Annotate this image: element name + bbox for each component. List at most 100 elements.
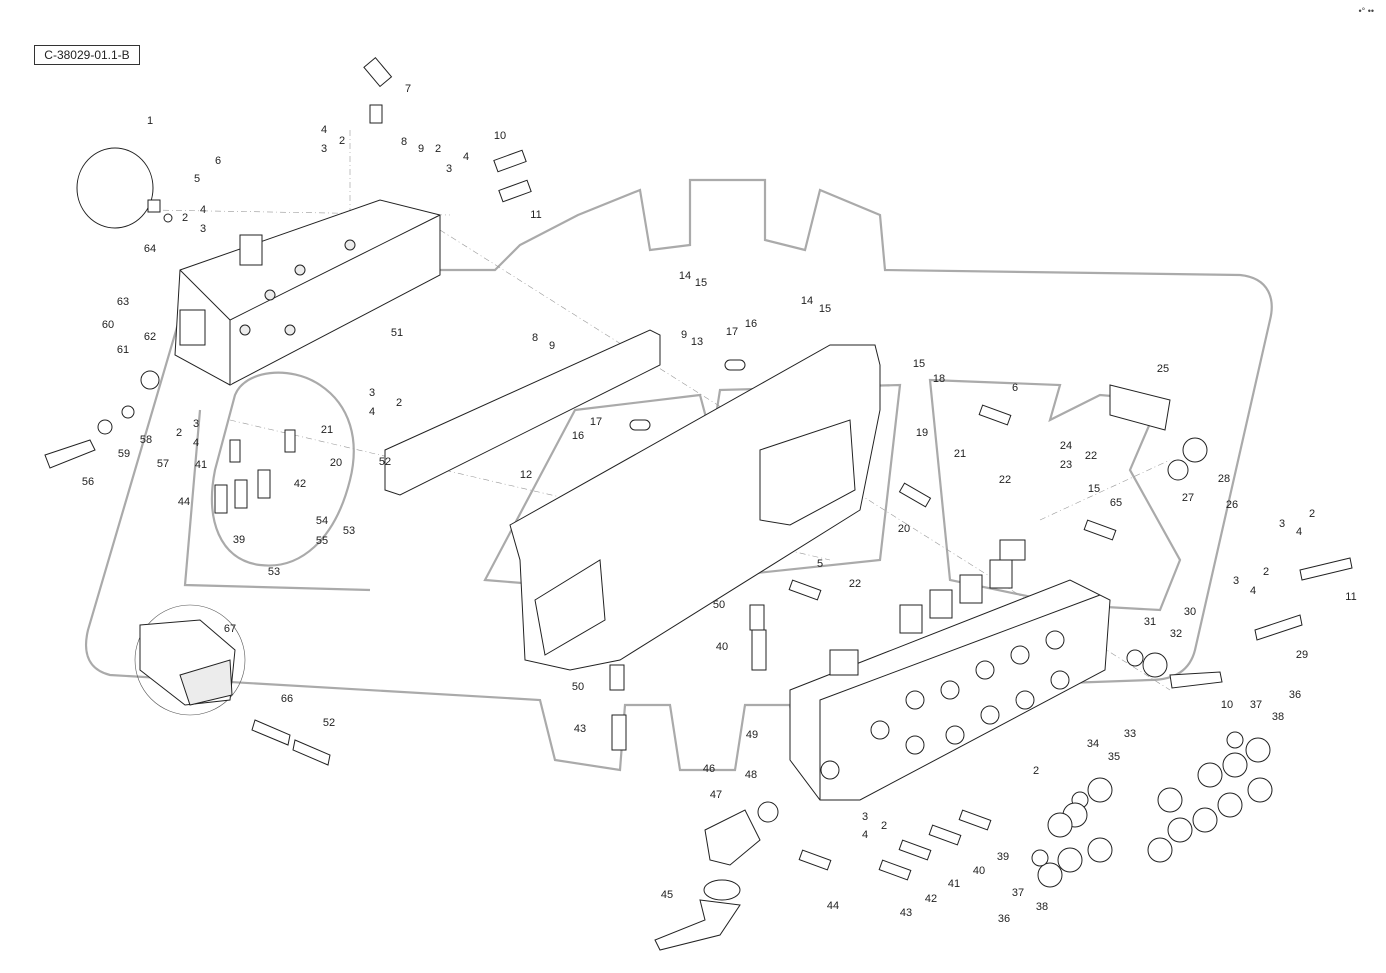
callout-4h: 4 [862,829,868,841]
callout-12: 12 [520,469,532,481]
callout-4b: 4 [463,151,469,163]
callout-6a: 6 [215,155,221,167]
callout-43b: 43 [900,907,912,919]
callout-9b: 9 [549,340,555,352]
callout-44b: 44 [827,900,839,912]
callout-7: 7 [405,83,411,95]
callout-4f: 4 [1296,526,1302,538]
callout-22a: 22 [1085,450,1097,462]
callout-63: 63 [117,296,129,308]
callout-44a: 44 [178,496,190,508]
callout-39b: 39 [997,851,1009,863]
main-control-valve [789,539,1111,801]
callout-2g: 2 [1263,566,1269,578]
callout-2d: 2 [396,397,402,409]
callout-11a: 11 [530,209,541,221]
callout-4c: 4 [200,204,206,216]
callout-49: 49 [746,729,758,741]
callout-40b: 40 [973,865,985,877]
callout-48: 48 [745,769,757,781]
callout-36a: 36 [1289,689,1301,701]
callout-8b: 8 [532,332,538,344]
callout-42b: 42 [925,893,937,905]
callout-60: 60 [102,319,114,331]
rocker-switch [134,604,246,716]
callout-10b: 10 [1221,699,1233,711]
callout-17a: 17 [726,326,738,338]
callout-41a: 41 [195,459,207,471]
callout-15a: 15 [695,277,707,289]
callout-25: 25 [1157,363,1169,375]
callout-52a: 52 [379,456,391,468]
callout-53b: 53 [268,566,280,578]
callout-54: 54 [316,515,328,527]
callout-2f: 2 [1309,508,1315,520]
callout-62: 62 [144,331,156,343]
callout-30: 30 [1184,606,1196,618]
callout-34: 34 [1087,738,1099,750]
callout-15d: 15 [1088,483,1100,495]
callout-9c: 9 [681,329,687,341]
callout-43a: 43 [574,723,586,735]
callout-56: 56 [82,476,94,488]
callout-40a: 40 [716,641,728,653]
callout-4d: 4 [369,406,375,418]
left-hoses [44,370,331,766]
callout-14a: 14 [679,270,691,282]
callout-41b: 41 [948,878,960,890]
callout-4g: 4 [1250,585,1256,597]
callout-2i: 2 [881,820,887,832]
callout-59: 59 [118,448,130,460]
callout-31: 31 [1144,616,1156,628]
callout-36b: 36 [998,913,1010,925]
accumulator [76,147,173,229]
callout-10a: 10 [494,130,506,142]
callout-32: 32 [1170,628,1182,640]
callout-5a: 5 [194,173,200,185]
callout-22b: 22 [999,474,1011,486]
callout-3d: 3 [369,387,375,399]
callout-23: 23 [1060,459,1072,471]
callout-3a: 3 [321,143,327,155]
callout-2e: 2 [176,427,182,439]
elbow-and-hose [654,801,779,951]
callout-5b: 5 [817,558,823,570]
callout-37a: 37 [1250,699,1262,711]
callout-65: 65 [1110,497,1122,509]
callout-37b: 37 [1012,887,1024,899]
callout-2c: 2 [182,212,188,224]
callout-18: 18 [933,373,945,385]
callout-27: 27 [1182,492,1194,504]
callout-16b: 16 [572,430,584,442]
callout-21a: 21 [321,424,333,436]
hose-assembly-right [1109,384,1353,689]
callout-17b: 17 [590,416,602,428]
callout-21b: 21 [954,448,966,460]
callout-61: 61 [117,344,129,356]
callout-8a: 8 [401,136,407,148]
callout-4e: 4 [193,437,199,449]
callout-3g: 3 [1233,575,1239,587]
callout-14b: 14 [801,295,813,307]
callout-28: 28 [1218,473,1230,485]
callout-20b: 20 [898,523,910,535]
callout-4a: 4 [321,124,327,136]
callout-50b: 50 [572,681,584,693]
reference-code-label: C-38029-01.1-B [34,45,140,65]
callout-39a: 39 [233,534,245,546]
callout-57: 57 [157,458,169,470]
callout-35: 35 [1108,751,1120,763]
callout-15b: 15 [819,303,831,315]
callout-26: 26 [1226,499,1238,511]
callout-6b: 6 [1012,382,1018,394]
callout-29: 29 [1296,649,1308,661]
callout-15c: 15 [913,358,925,370]
callout-42a: 42 [294,478,306,490]
corner-mark: •° •• [1358,6,1374,16]
callout-53a: 53 [343,525,355,537]
callout-47: 47 [710,789,722,801]
callout-58: 58 [140,434,152,446]
callout-64: 64 [144,243,156,255]
